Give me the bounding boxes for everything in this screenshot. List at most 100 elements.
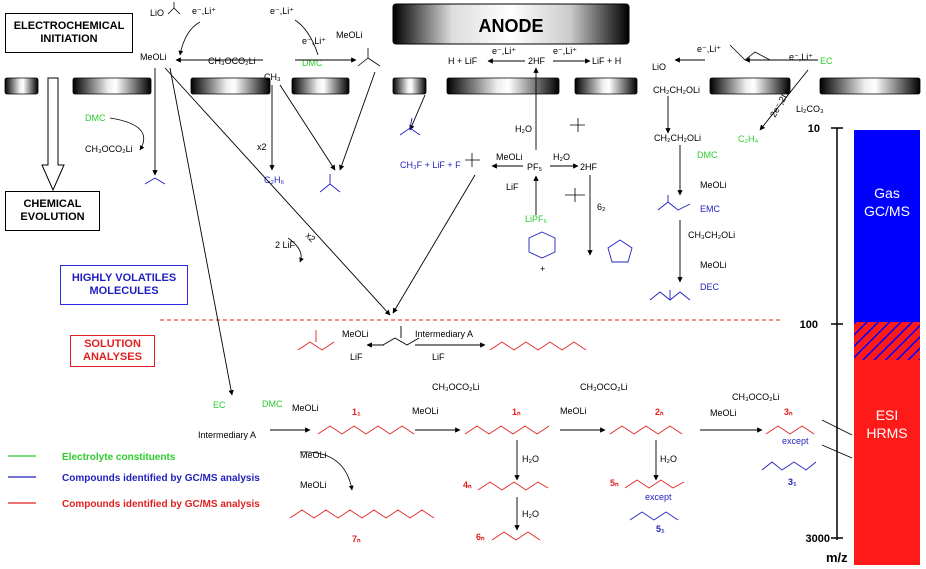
tick-3000: 3000 — [806, 533, 830, 545]
e-li-label-3: e⁻,Li⁺ — [302, 36, 326, 46]
esi-label-1: ESI — [876, 407, 899, 423]
meoli-loop-arrow — [299, 451, 354, 491]
compound-6-n: 6ₙ — [476, 532, 485, 542]
lif-label-3: LiF — [432, 352, 445, 362]
compound-5-n: 5ₙ — [610, 478, 619, 488]
highly-volatiles-box: HIGHLY VOLATILES MOLECULES — [60, 265, 188, 305]
lif-label-1: LiF — [506, 182, 519, 192]
ch3oco2li-label-3: CH₃OCO₂Li — [432, 382, 480, 392]
e-li-label-6: e⁻,Li⁺ — [697, 44, 721, 54]
pf5-label: PF₅ — [527, 162, 543, 172]
gas-label-2: GC/MS — [864, 203, 910, 219]
dmc-label-left: DMC — [85, 113, 106, 123]
e-li-label-1: e⁻,Li⁺ — [192, 6, 216, 16]
e-li-label-4: e⁻,Li⁺ — [492, 46, 516, 56]
lio-label: LiO — [150, 8, 164, 18]
compound-1-1: 1₁ — [352, 407, 361, 417]
li2co3-label: Li₂CO₃ — [796, 104, 824, 114]
compound-7-n: 7ₙ — [352, 534, 361, 544]
anode-banner — [392, 3, 630, 45]
initiation-label: ELECTROCHEMICAL INITIATION — [13, 20, 125, 45]
volatiles-label: HIGHLY VOLATILES MOLECULES — [71, 272, 177, 297]
legend-item-gcms-blue: Compounds identified by GC/MS analysis — [62, 473, 260, 484]
intermediary-a-label-2: Intermediary A — [198, 430, 256, 440]
evolution-label: CHEMICAL EVOLUTION — [20, 198, 85, 223]
emc-label: EMC — [700, 204, 721, 214]
e-li-label-2: e⁻,Li⁺ — [270, 6, 294, 16]
mz-axis-label: m/z — [826, 550, 848, 565]
evolution-arrow — [41, 77, 65, 192]
overlap-bar — [854, 322, 920, 360]
mz-scale: 10 100 3000 m/z Gas GC/MS ESI HRMS — [800, 123, 920, 565]
h2o-label-5: H₂O — [660, 454, 677, 464]
c2h4-label: C₂H₄ — [738, 134, 758, 144]
ec-label-right: EC — [820, 56, 833, 66]
lipf6-label: LiPF₆ — [525, 214, 548, 224]
compound-4-n: 4ₙ — [463, 480, 472, 490]
except-label-2: except — [645, 492, 672, 502]
h-lif-label: H + LiF — [448, 56, 478, 66]
meoli-cross-arrows: 2 LiF x2 — [164, 67, 391, 396]
dec-label: DEC — [700, 282, 720, 292]
dmc-left-branch: DMC CH₃OCO₂Li — [85, 68, 166, 185]
two-hf-label: 2HF — [528, 56, 546, 66]
legend-item-electrolyte: Electrolyte constituents — [62, 452, 176, 463]
oligomer-row: EC DMC MeOLi Intermediary A 1₁ CH₃OCO₂Li… — [198, 382, 817, 544]
svg-text:+: + — [540, 264, 545, 274]
meoli-label-9: MeOLi — [560, 406, 587, 416]
legend-item-gcms-red: Compounds identified by GC/MS analysis — [62, 499, 260, 510]
electrode-bars — [4, 77, 921, 95]
phosphate-row: MeOLi LiF Intermediary A LiF — [297, 326, 587, 362]
dmc-label-top: DMC — [302, 58, 323, 68]
compound-5-1: 5₁ — [656, 524, 665, 534]
chemical-evolution-box: CHEMICAL EVOLUTION — [5, 191, 100, 231]
lif-h-label: LiF + H — [592, 56, 621, 66]
tick-10: 10 — [808, 123, 820, 135]
ec-label-bottom: EC — [213, 400, 226, 410]
anode-title: ANODE — [478, 16, 543, 36]
dmc-label-bottom: DMC — [262, 399, 283, 409]
meoli-label-11: MeOLi — [300, 450, 327, 460]
meoli-label-1: MeOLi — [140, 52, 167, 62]
pf5-chemistry: H₂O CH₃F + LiF + F MeOLi PF₅ H₂O 2HF LiF… — [392, 118, 633, 314]
h2o-label-3: H₂O — [522, 454, 539, 464]
ch2ch2oli-label-1: CH₂CH₂OLi — [653, 85, 700, 95]
meoli-label-10: MeOLi — [710, 408, 737, 418]
two-lif-label: 2 LiF — [275, 240, 296, 250]
solution-analyses-box: SOLUTION ANALYSES — [70, 335, 155, 367]
intermediary-a-label-1: Intermediary A — [415, 329, 473, 339]
compound-3-1: 3₁ — [788, 477, 797, 487]
meoli-label-5: MeOLi — [700, 260, 727, 270]
ch3oco2li-label-2: CH₃OCO₂Li — [85, 144, 133, 154]
methyl-branch: x2 C₂H₆ — [257, 71, 376, 193]
e-li-label-5: e⁻,Li⁺ — [553, 46, 577, 56]
meoli-label-2: MeOLi — [336, 30, 363, 40]
compound-1-n: 1ₙ — [512, 407, 521, 417]
top-left-chemistry: LiO e⁻,Li⁺ MeOLi CH₃OCO₂Li CH₃ e⁻,Li⁺ DM… — [140, 2, 381, 82]
ch3-radical-label: CH₃ — [264, 72, 281, 82]
h2o-label-2: H₂O — [553, 152, 570, 162]
gas-label-1: Gas — [874, 185, 900, 201]
ch3ch2oli-label: CH₃CH₂OLi — [688, 230, 735, 240]
compound-2-n: 2ₙ — [655, 407, 664, 417]
h2o-label-4: H₂O — [522, 509, 539, 519]
solution-label: SOLUTION ANALYSES — [83, 338, 142, 363]
ch2ch2oli-label-2: CH₂CH₂OLi — [654, 133, 701, 143]
lio-label-right: LiO — [652, 62, 666, 72]
hf-chemistry: H + LiF 2HF LiF + H e⁻,Li⁺ e⁻,Li⁺ — [399, 46, 621, 150]
meoli-label-12: MeOLi — [300, 480, 327, 490]
meoli-label-4: MeOLi — [700, 180, 727, 190]
except-label-1: except — [782, 436, 809, 446]
gas-bar — [854, 130, 920, 322]
meoli-label-7: MeOLi — [292, 403, 319, 413]
ch3oco2li-label-5: CH₃OCO₂Li — [732, 392, 780, 402]
meoli-label-3: MeOLi — [496, 152, 523, 162]
x2-label: x2 — [257, 142, 267, 152]
ch3oco2li-label-1: CH₃OCO₂Li — [208, 56, 256, 66]
ch3oco2li-label-4: CH₃OCO₂Li — [580, 382, 628, 392]
esi-bar — [854, 360, 920, 565]
esi-label-2: HRMS — [866, 425, 907, 441]
meoli-label-6: MeOLi — [342, 329, 369, 339]
